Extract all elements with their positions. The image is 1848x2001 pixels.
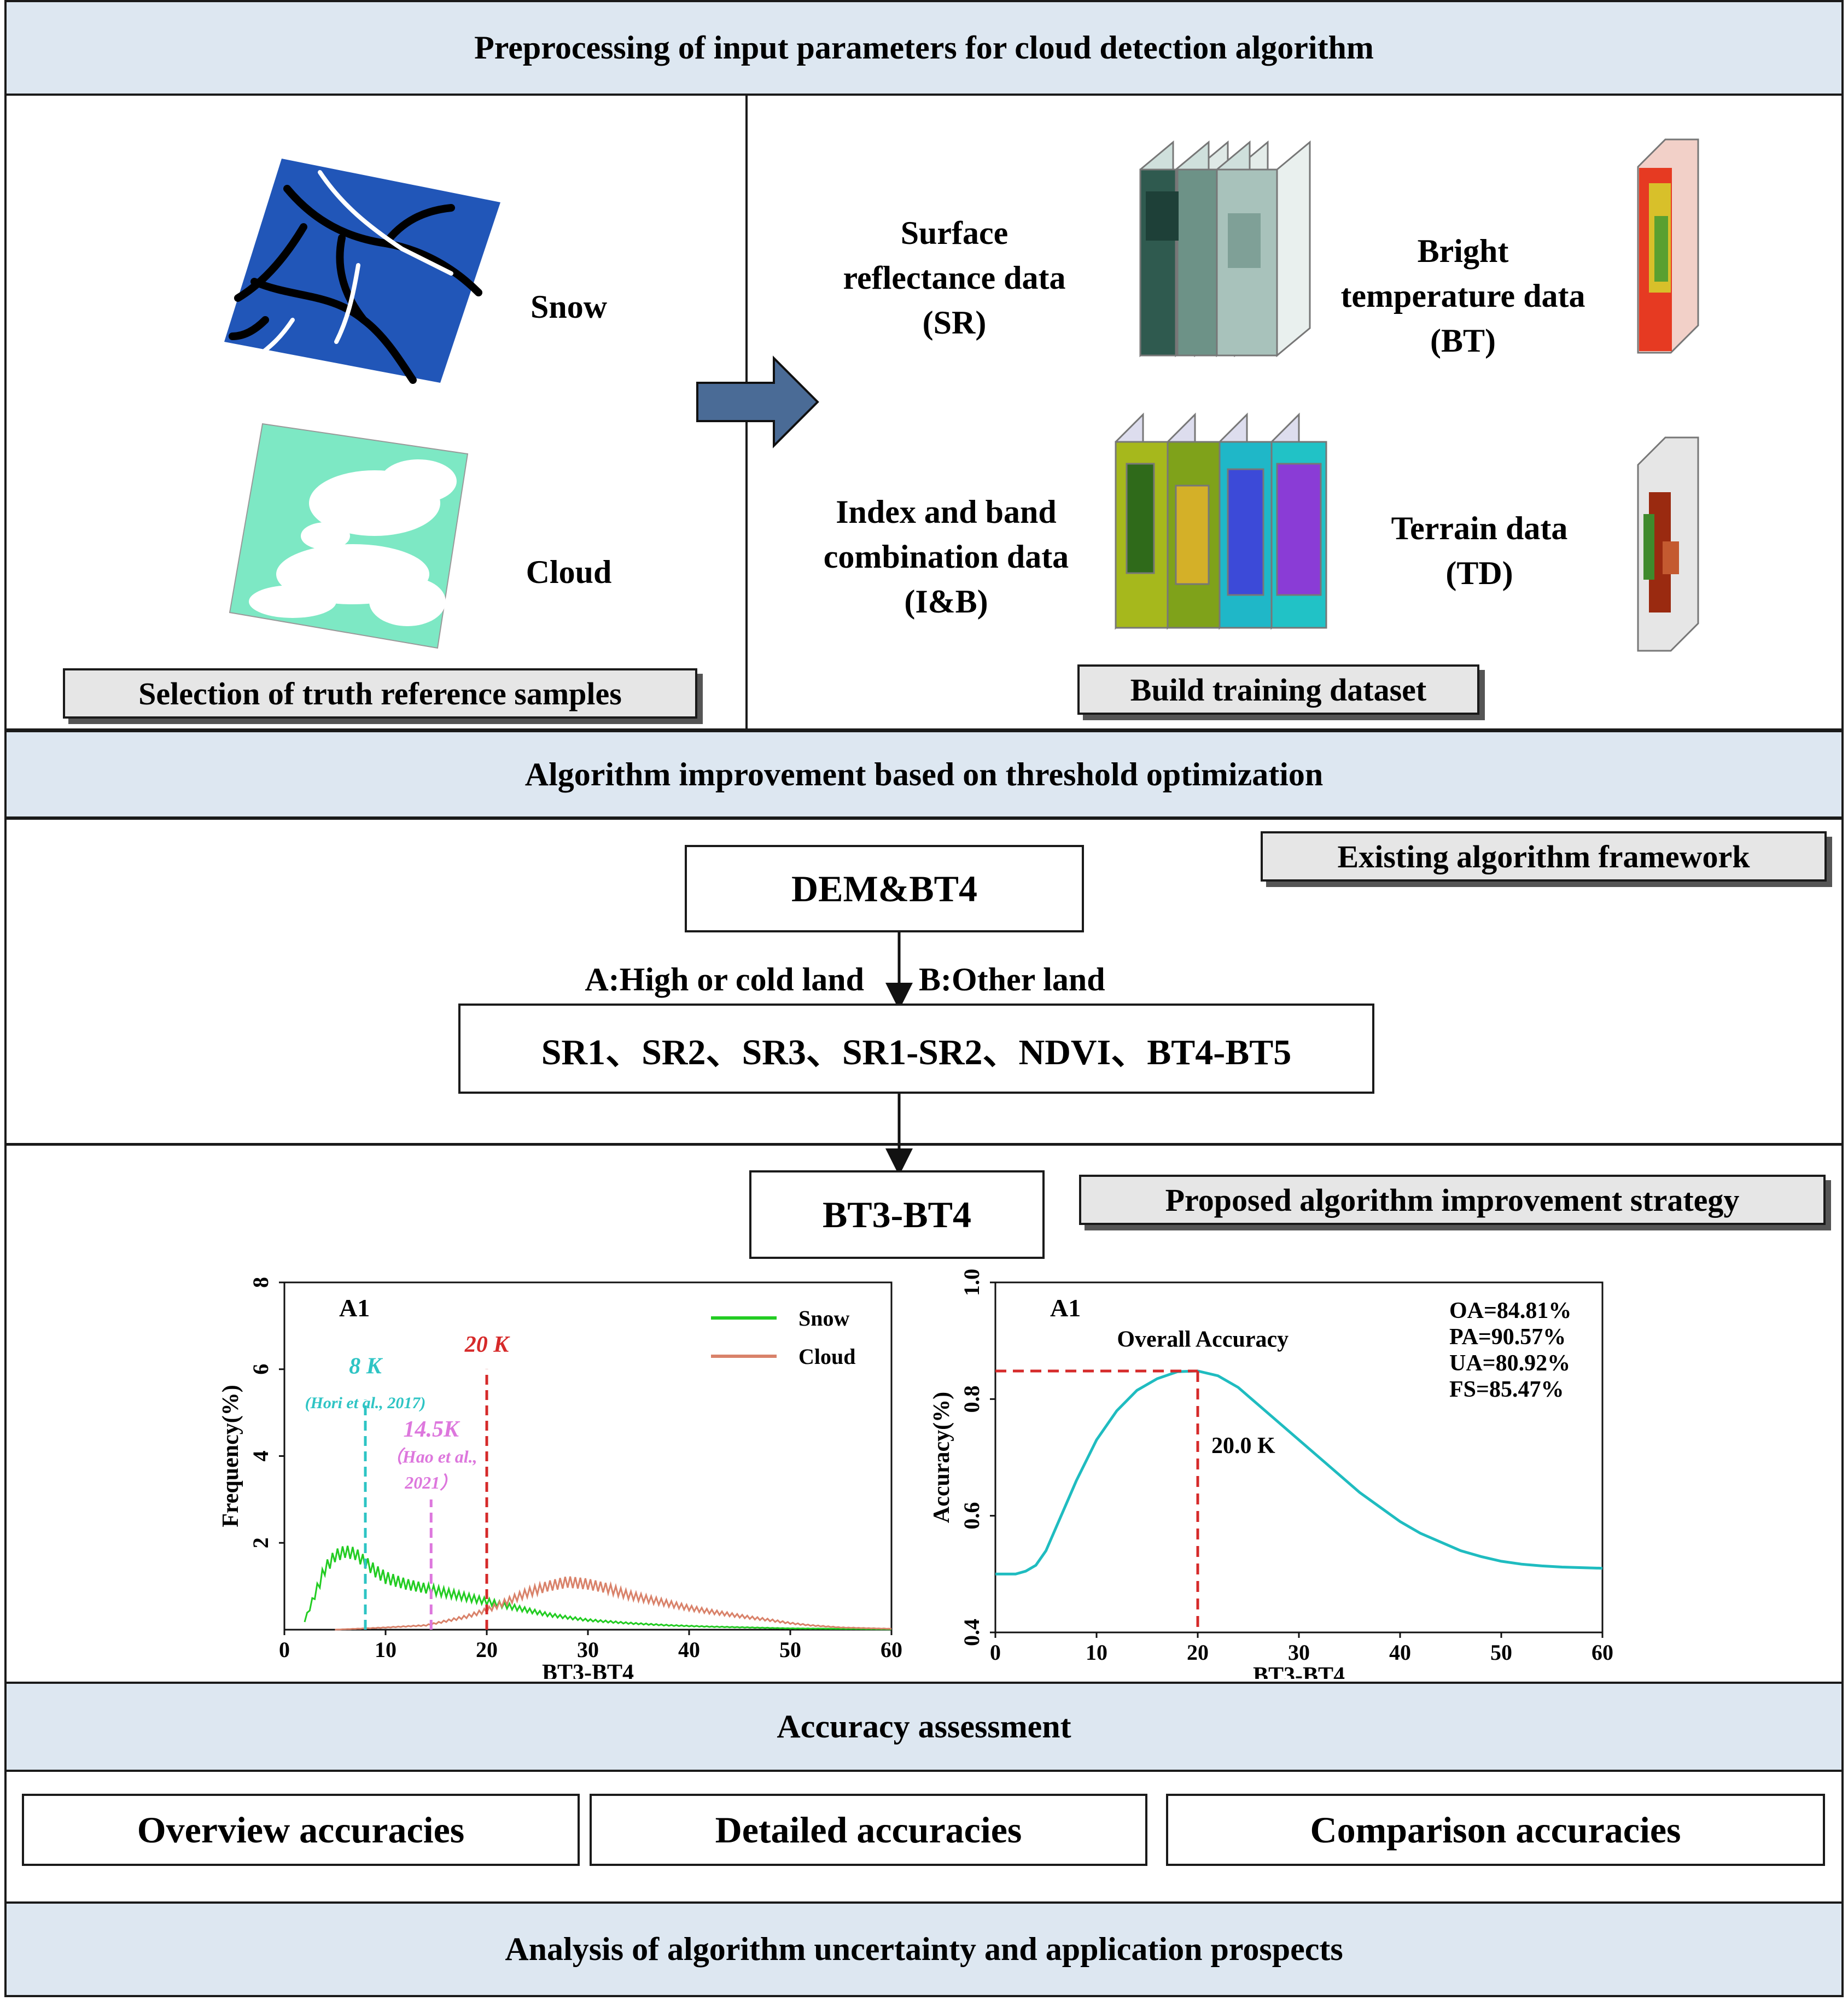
overview-accuracies-text: Overview accuracies xyxy=(137,1809,465,1851)
accuracy-curve xyxy=(995,1369,1603,1576)
bt34-box: BT3-BT4 xyxy=(749,1170,1045,1259)
threshold-header: Algorithm improvement based on threshold… xyxy=(4,730,1844,819)
threshold-ref: 2021） xyxy=(404,1473,457,1492)
preprocessing-body xyxy=(4,94,1844,731)
snow-label: Snow xyxy=(530,289,608,325)
panel-label: A1 xyxy=(1050,1294,1081,1322)
analysis-title: Analysis of algorithm uncertainty and ap… xyxy=(505,1931,1343,1967)
x-tick-label: 50 xyxy=(779,1637,801,1662)
metric-label: FS=85.47% xyxy=(1449,1377,1564,1402)
ib-label: Index and band combination data (I&B) xyxy=(823,494,1069,620)
proposed-strategy-text: Proposed algorithm improvement strategy xyxy=(1165,1182,1740,1218)
sr-label: Surface reflectance data (SR) xyxy=(843,215,1066,341)
y-tick-label: 8 xyxy=(248,1277,273,1288)
peak-label: 20.0 K xyxy=(1211,1433,1275,1459)
panel-label: A1 xyxy=(339,1294,370,1322)
metric-label: PA=90.57% xyxy=(1449,1325,1566,1350)
y-tick-label: 0.8 xyxy=(959,1385,984,1413)
threshold-title: Algorithm improvement based on threshold… xyxy=(524,756,1324,792)
threshold-label: 20 K xyxy=(464,1332,511,1357)
y-tick-label: 1.0 xyxy=(959,1269,984,1296)
dem-bt4-text: DEM&BT4 xyxy=(791,867,977,909)
overview-accuracies-box: Overview accuracies xyxy=(22,1794,580,1866)
detailed-accuracies-text: Detailed accuracies xyxy=(715,1809,1022,1851)
series-line-snow xyxy=(304,1545,892,1630)
x-tick-label: 0 xyxy=(279,1637,290,1662)
series-line-cloud xyxy=(335,1576,892,1631)
x-axis-label: BT3-BT4 xyxy=(542,1660,634,1679)
x-tick-label: 60 xyxy=(1592,1640,1613,1665)
cloud-sample-image xyxy=(229,423,469,649)
accuracy-title: Accuracy assessment xyxy=(777,1708,1071,1745)
features-text: SR1、SR2、SR3、SR1-SR2、NDVI、BT4-BT5 xyxy=(541,1032,1292,1072)
dataset-caption-text: Build training dataset xyxy=(1130,672,1427,708)
metric-label: UA=80.92% xyxy=(1449,1351,1570,1376)
bt-label: Bright temperature data (BT) xyxy=(1340,233,1585,359)
y-axis-label: Frequency(%) xyxy=(218,1385,243,1527)
x-tick-label: 30 xyxy=(577,1637,599,1662)
threshold-ref: （Hao et al., xyxy=(385,1446,477,1466)
existing-framework-label: Existing algorithm framework xyxy=(1261,831,1827,882)
sr-image-stack xyxy=(1139,140,1311,358)
branch-b-label: B:Other land xyxy=(919,961,1105,997)
y-tick-label: 6 xyxy=(248,1364,273,1375)
y-tick-label: 0.4 xyxy=(959,1619,984,1646)
td-label: Terrain data (TD) xyxy=(1391,510,1568,591)
samples-caption: Selection of truth reference samples xyxy=(63,668,697,719)
x-tick-label: 30 xyxy=(1288,1640,1310,1665)
accuracy-header: Accuracy assessment xyxy=(4,1682,1844,1772)
x-tick-label: 20 xyxy=(1187,1640,1209,1665)
threshold-label: 14.5K xyxy=(403,1417,460,1442)
bt-image xyxy=(1637,138,1699,354)
snow-sample-image xyxy=(224,159,500,384)
x-tick-label: 40 xyxy=(678,1637,700,1662)
x-tick-label: 0 xyxy=(990,1640,1001,1665)
preprocessing-title: Preprocessing of input parameters for cl… xyxy=(474,30,1374,66)
existing-framework-text: Existing algorithm framework xyxy=(1337,838,1750,874)
threshold-label: 8 K xyxy=(349,1354,383,1379)
x-tick-label: 40 xyxy=(1389,1640,1411,1665)
features-box: SR1、SR2、SR3、SR1-SR2、NDVI、BT4-BT5 xyxy=(458,1004,1374,1094)
metric-label: OA=84.81% xyxy=(1449,1298,1571,1323)
branch-a-label: A:High or cold land xyxy=(585,961,864,997)
y-tick-label: 0.6 xyxy=(959,1502,984,1530)
samples-caption-text: Selection of truth reference samples xyxy=(138,675,622,711)
ib-image-stack xyxy=(1115,412,1327,630)
preprocessing-header: Preprocessing of input parameters for cl… xyxy=(4,0,1844,96)
y-axis-label: Accuracy(%) xyxy=(930,1392,954,1523)
proposed-strategy-label: Proposed algorithm improvement strategy xyxy=(1079,1175,1826,1225)
y-tick-label: 2 xyxy=(248,1537,273,1548)
plot-frame xyxy=(283,1281,893,1631)
comparison-accuracies-box: Comparison accuracies xyxy=(1166,1794,1825,1866)
flow-arrows xyxy=(885,932,913,1170)
right-arrow-icon xyxy=(696,355,819,448)
bt34-text: BT3-BT4 xyxy=(822,1193,972,1235)
analysis-header: Analysis of algorithm uncertainty and ap… xyxy=(4,1901,1844,1997)
cloud-label: Cloud xyxy=(526,554,612,590)
dem-bt4-box: DEM&BT4 xyxy=(685,845,1084,932)
legend-label-snow: Snow xyxy=(798,1306,849,1331)
x-tick-label: 10 xyxy=(375,1637,397,1662)
x-tick-label: 50 xyxy=(1490,1640,1512,1665)
chart-title: Overall Accuracy xyxy=(1117,1327,1289,1352)
x-tick-label: 10 xyxy=(1086,1640,1107,1665)
dataset-caption: Build training dataset xyxy=(1077,664,1479,715)
x-tick-label: 20 xyxy=(476,1637,498,1662)
detailed-accuracies-box: Detailed accuracies xyxy=(590,1794,1147,1866)
x-tick-label: 60 xyxy=(881,1637,902,1662)
x-axis-label: BT3-BT4 xyxy=(1253,1663,1345,1679)
td-image xyxy=(1637,436,1699,652)
y-tick-label: 4 xyxy=(248,1451,273,1462)
legend-label-cloud: Cloud xyxy=(798,1344,856,1369)
comparison-accuracies-text: Comparison accuracies xyxy=(1310,1809,1681,1851)
threshold-ref: (Hori et al., 2017) xyxy=(305,1394,426,1412)
